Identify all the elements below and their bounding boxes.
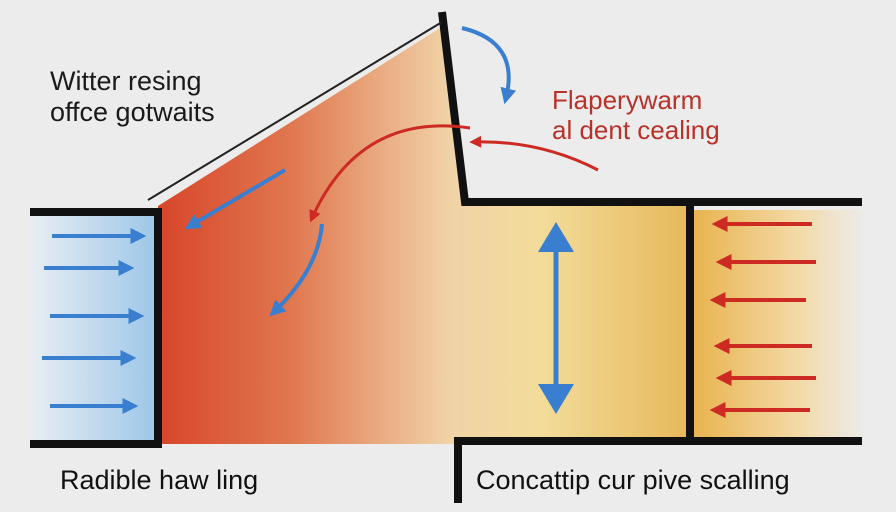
bottom-left-label: Radible haw ling (60, 465, 259, 495)
heat-flow-arrows (309, 124, 599, 223)
arrow-left-icon (184, 168, 287, 230)
top-left-label-line1: Witter resing (50, 66, 202, 96)
top-left-label: Witter resing offce gotwaits (50, 66, 215, 128)
curved-arrow-icon (309, 124, 471, 223)
top-right-label: Flaperywarm al dent cealing (552, 85, 720, 146)
cool-zone (30, 212, 158, 444)
bottom-right-label: Concattip cur pive scalling (476, 465, 790, 495)
cool-inflow-arrows (42, 228, 147, 414)
curved-arrow-icon (269, 223, 324, 317)
heat-inflow-arrows (709, 216, 816, 418)
curved-arrow-icon (469, 135, 599, 172)
room-airflow-arrows (184, 26, 517, 317)
top-right-label-line1: Flaperywarm (552, 85, 703, 115)
walls (30, 11, 862, 503)
roof-line (147, 21, 443, 201)
double-arrow-icon (538, 222, 574, 414)
curved-arrow-icon (461, 26, 517, 105)
top-right-label-line2: al dent cealing (552, 114, 720, 145)
top-left-label-line2: offce gotwaits (50, 97, 215, 128)
